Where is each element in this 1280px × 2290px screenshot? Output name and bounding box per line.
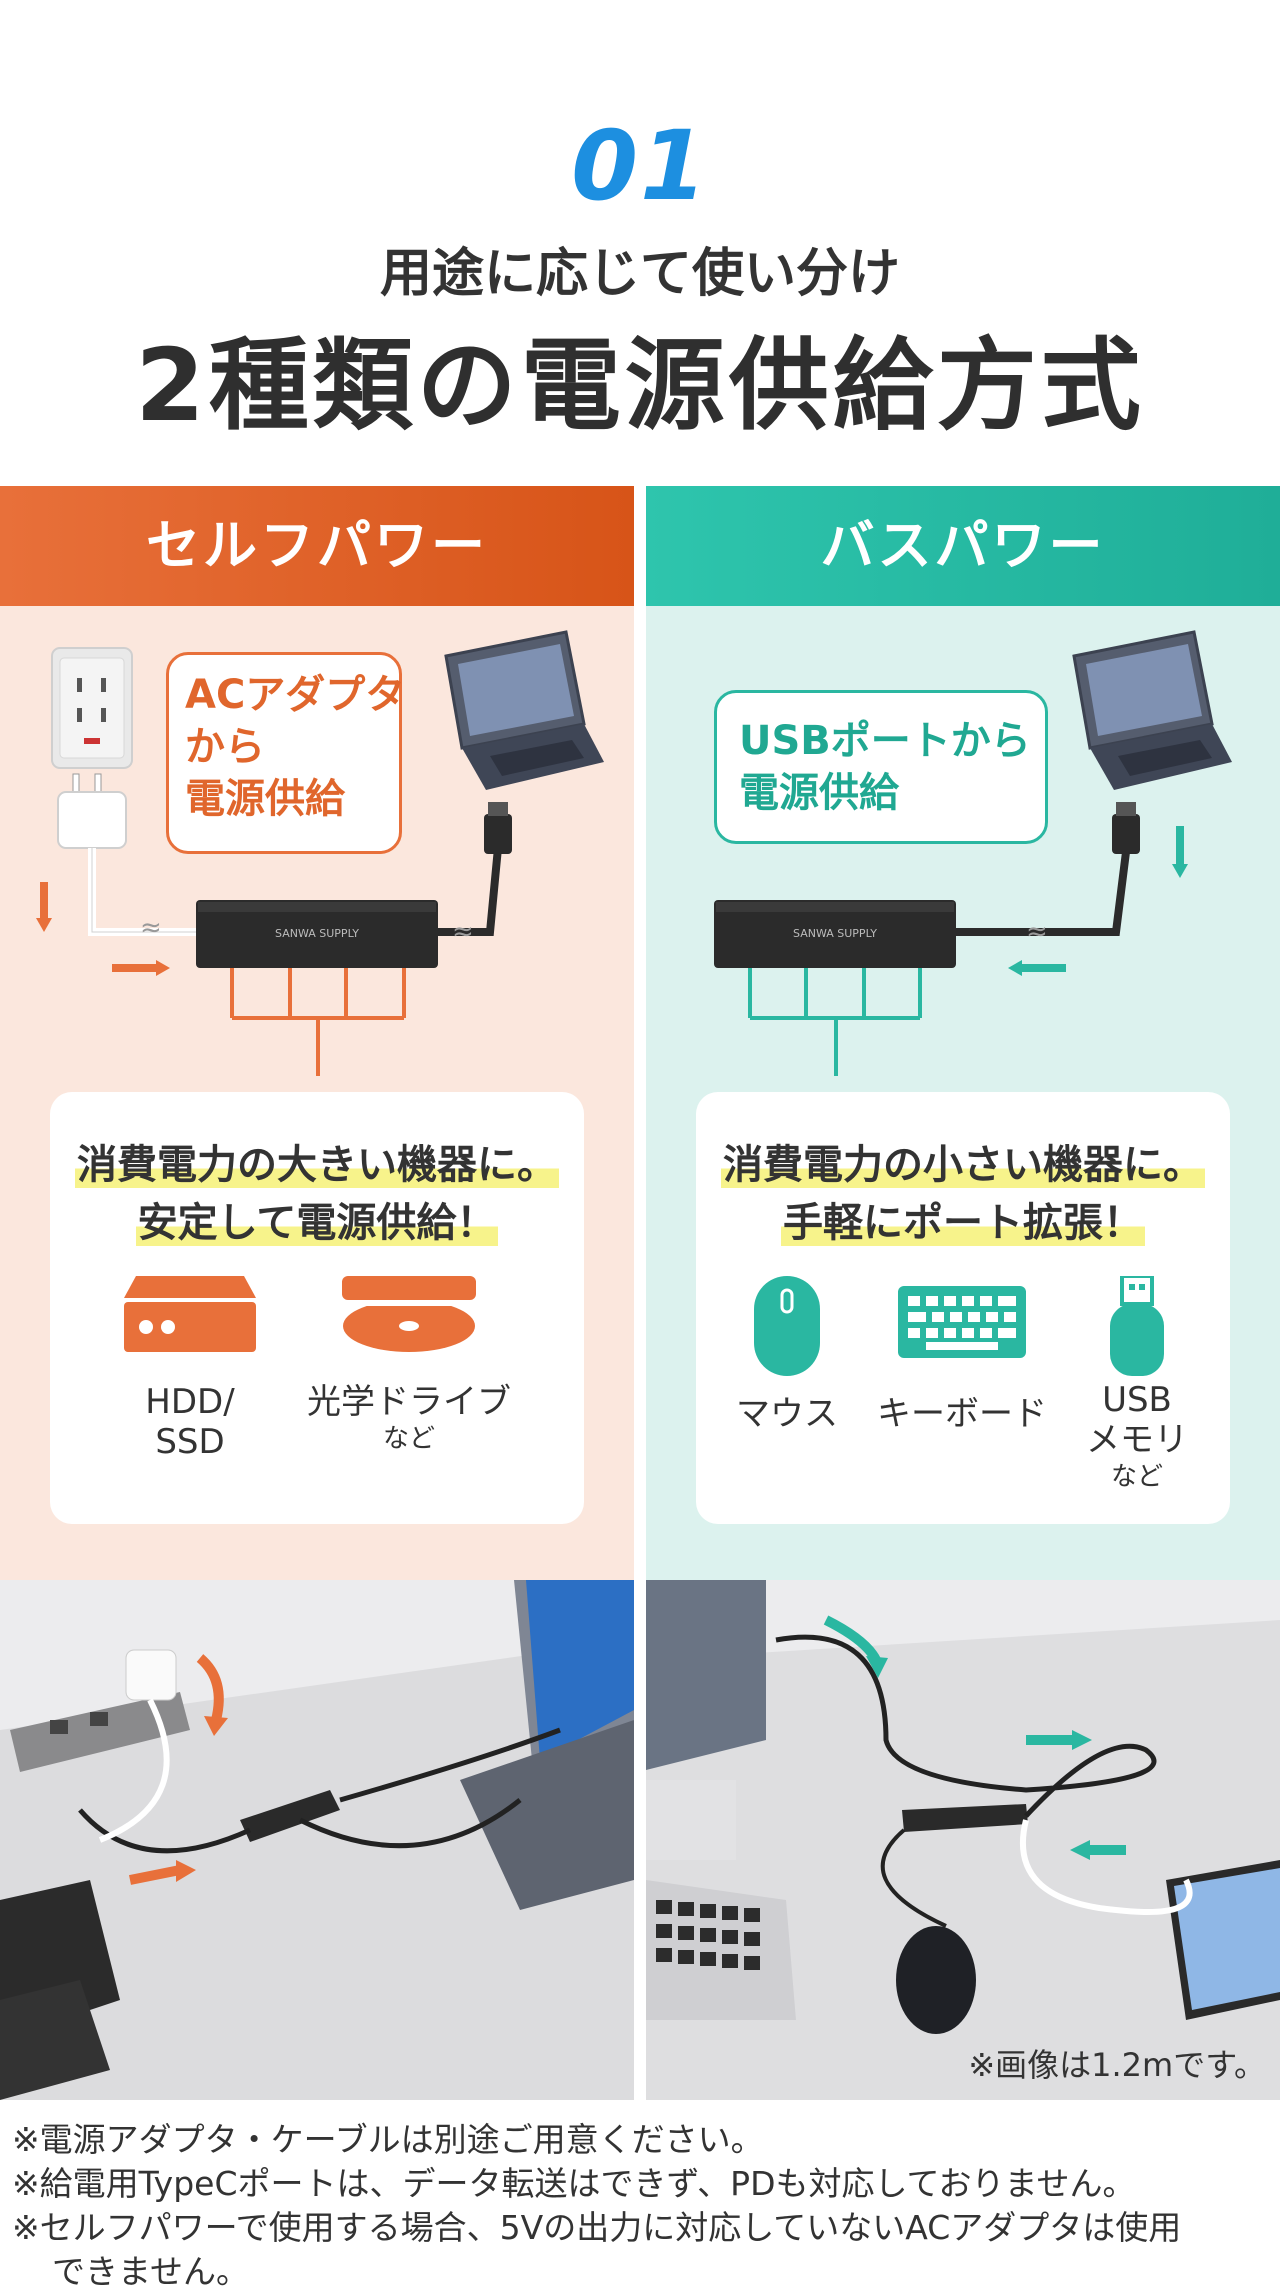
self-power-photo-illustration	[0, 1580, 634, 2100]
svg-text:SANWA SUPPLY: SANWA SUPPLY	[275, 927, 359, 940]
wall-outlet-icon	[51, 647, 133, 769]
device-hdd: HDD/ SSD	[120, 1276, 260, 1476]
footnote-continued: できません。	[52, 2252, 250, 2290]
bus-power-card-line: 消費電力の小さい機器に。	[721, 1142, 1205, 1188]
bus-power-card-line: 手軽にポート拡張！	[781, 1200, 1145, 1246]
laptop-icon	[1072, 630, 1232, 790]
svg-text:≈: ≈	[1026, 917, 1048, 947]
device-optical-drive: 光学ドライブ など	[304, 1276, 514, 1476]
bus-power-photo: ※画像は1.2mです。	[646, 1580, 1280, 2100]
hdd-icon	[124, 1276, 256, 1352]
self-power-callout-line: 電源供給	[185, 776, 345, 822]
usb-hub-icon: SANWA SUPPLY	[196, 900, 438, 968]
device-mouse-label: マウス	[736, 1394, 838, 1434]
bus-power-diagram: SANWA SUPPLY ≈	[714, 630, 1232, 1076]
self-power-header: セルフパワー	[0, 486, 634, 606]
bus-power-callout-line: USBポートから	[739, 718, 1031, 764]
laptop-icon	[444, 630, 604, 790]
svg-text:≈: ≈	[140, 913, 162, 943]
self-power-card: 消費電力の大きい機器に。 安定して電源供給！ HDD/ SSD 光学ドライブ な…	[50, 1092, 584, 1524]
footnote: ※電源アダプタ・ケーブルは別途ご用意ください。	[12, 2120, 764, 2159]
self-power-photo	[0, 1580, 634, 2100]
bus-power-callout: USBポートから 電源供給	[714, 690, 1048, 844]
device-keyboard-label: キーボード	[877, 1394, 1047, 1434]
hero-section: 01 用途に応じて使い分け 2種類の電源供給方式	[0, 0, 1280, 486]
usb-hub-icon: SANWA SUPPLY	[714, 900, 956, 968]
image-length-note: ※画像は1.2mです。	[968, 2046, 1266, 2084]
bus-power-photo-illustration	[646, 1580, 1280, 2100]
mouse-icon	[754, 1276, 820, 1376]
keyboard-icon	[898, 1286, 1026, 1358]
footnotes: ※電源アダプタ・ケーブルは別途ご用意ください。 ※給電用TypeCポートは、デー…	[0, 2100, 1280, 2290]
device-mouse: マウス	[722, 1276, 852, 1476]
footnote: ※セルフパワーで使用する場合、5Vの出力に対応していないACアダプタは使用	[12, 2208, 1182, 2247]
hero-subtitle: 用途に応じて使い分け	[379, 244, 900, 304]
self-power-card-line: 安定して電源供給！	[135, 1200, 499, 1246]
device-optical-drive-label: 光学ドライブ など	[307, 1382, 511, 1454]
bus-power-card: 消費電力の小さい機器に。 手軽にポート拡張！ マウス キーボード	[696, 1092, 1230, 1524]
bus-power-header: バスパワー	[646, 486, 1280, 606]
section-number: 01	[571, 110, 709, 222]
bus-power-callout-line: 電源供給	[739, 770, 899, 816]
device-usb-memory: USB メモリ など	[1072, 1276, 1202, 1506]
self-power-callout-line: ACアダプタ	[185, 672, 406, 718]
usb-memory-icon	[1110, 1276, 1164, 1376]
ac-adapter-icon	[57, 773, 127, 849]
self-power-diagram: ≈ SANWA SUPPLY ≈	[36, 630, 604, 1076]
self-power-card-line: 消費電力の大きい機器に。	[75, 1142, 559, 1188]
optical-drive-icon	[342, 1276, 476, 1352]
device-hdd-label: HDD/ SSD	[145, 1382, 235, 1462]
self-power-callout-line: から	[185, 724, 265, 770]
device-keyboard: キーボード	[872, 1276, 1052, 1476]
device-usb-memory-label: USB メモリ など	[1086, 1380, 1188, 1492]
svg-text:SANWA SUPPLY: SANWA SUPPLY	[793, 927, 877, 940]
hero-title: 2種類の電源供給方式	[135, 327, 1145, 444]
footnote: ※給電用TypeCポートは、データ転送はできず、PDも対応しておりません。	[12, 2164, 1136, 2203]
svg-text:≈: ≈	[452, 917, 474, 947]
self-power-callout: ACアダプタ から 電源供給	[166, 652, 406, 854]
